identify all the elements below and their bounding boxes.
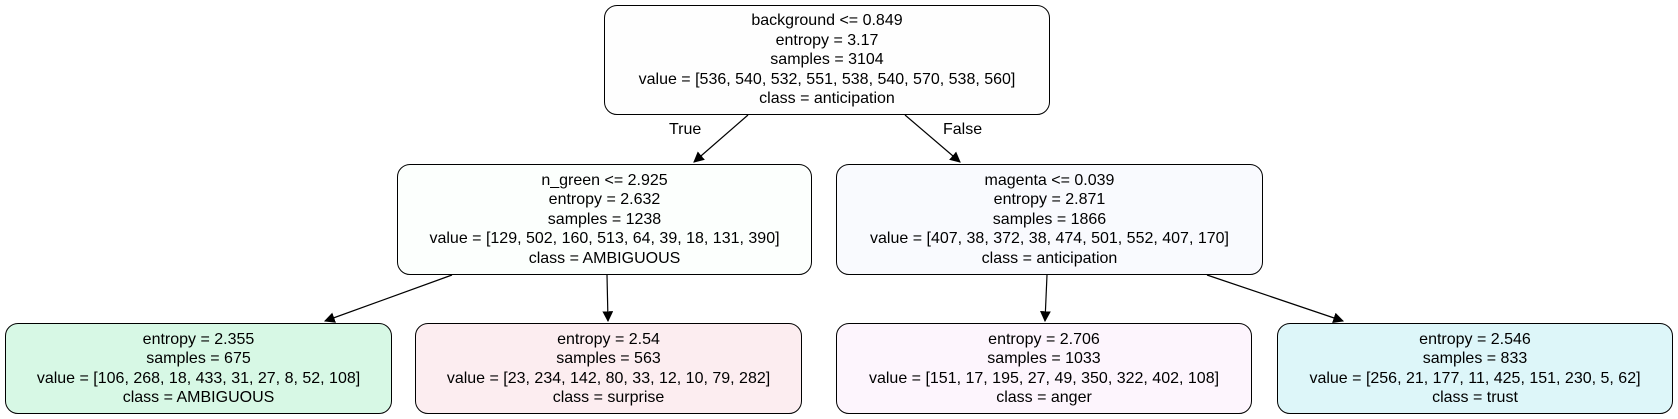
- edge-right-right: [1206, 274, 1345, 324]
- node-split-condition: magenta <= 0.039: [984, 171, 1115, 189]
- node-samples: samples = 833: [1422, 350, 1528, 367]
- node-class: class = anger: [996, 389, 1092, 406]
- node-value: value = [129, 502, 160, 513, 64, 39, 18,…: [429, 230, 780, 248]
- node-entropy: entropy = 2.546: [1419, 330, 1531, 348]
- node-entropy: entropy = 2.54: [557, 330, 660, 348]
- node-value: value = [151, 17, 195, 27, 49, 350, 322,…: [868, 369, 1220, 387]
- edge-root-left: [693, 114, 749, 163]
- tree-node-root: background <= 0.849 entropy = 3.17 sampl…: [604, 5, 1050, 115]
- node-split-condition: n_green <= 2.925: [541, 171, 668, 189]
- edge-left-right: [602, 274, 614, 323]
- tree-leaf-left-left: entropy = 2.355 samples = 675 value = [1…: [5, 323, 392, 414]
- node-samples: samples = 1866: [992, 210, 1107, 228]
- edge-root-right: [904, 114, 961, 163]
- node-value: value = [256, 21, 177, 11, 425, 151, 230…: [1309, 369, 1641, 387]
- node-samples: samples = 563: [556, 350, 661, 367]
- edge-left-left: [323, 274, 453, 323]
- node-entropy: entropy = 2.355: [142, 330, 255, 348]
- tree-leaf-left-right: entropy = 2.54 samples = 563 value = [23…: [415, 323, 802, 414]
- node-entropy: entropy = 2.706: [988, 330, 1100, 348]
- node-class: class = anticipation: [759, 90, 895, 108]
- node-entropy: entropy = 2.871: [993, 191, 1106, 209]
- node-samples: samples = 1238: [547, 210, 662, 228]
- tree-leaf-right-right: entropy = 2.546 samples = 833 value = [2…: [1277, 323, 1673, 414]
- node-class: class = surprise: [552, 389, 665, 406]
- node-samples: samples = 3104: [770, 51, 884, 69]
- node-entropy: entropy = 3.17: [775, 31, 879, 49]
- tree-leaf-right-left: entropy = 2.706 samples = 1033 value = […: [836, 323, 1252, 414]
- node-split-condition: background <= 0.849: [751, 12, 903, 30]
- tree-node-left: n_green <= 2.925 entropy = 2.632 samples…: [397, 164, 812, 275]
- node-value: value = [536, 540, 532, 551, 538, 540, 5…: [638, 70, 1016, 88]
- node-entropy: entropy = 2.632: [548, 191, 661, 209]
- node-samples: samples = 675: [146, 350, 251, 367]
- node-value: value = [23, 234, 142, 80, 33, 12, 10, 7…: [446, 369, 771, 387]
- node-class: class = trust: [1432, 389, 1518, 406]
- tree-node-right: magenta <= 0.039 entropy = 2.871 samples…: [836, 164, 1263, 275]
- node-value: value = [106, 268, 18, 433, 31, 27, 8, 5…: [36, 369, 361, 387]
- node-class: class = AMBIGUOUS: [122, 389, 275, 406]
- edge-right-left: [1040, 274, 1051, 323]
- node-value: value = [407, 38, 372, 38, 474, 501, 552…: [870, 230, 1229, 248]
- edge-label-true: True: [669, 121, 702, 138]
- node-samples: samples = 1033: [987, 350, 1101, 367]
- node-class: class = anticipation: [981, 249, 1118, 267]
- node-class: class = AMBIGUOUS: [528, 249, 681, 267]
- edge-label-false: False: [943, 121, 983, 138]
